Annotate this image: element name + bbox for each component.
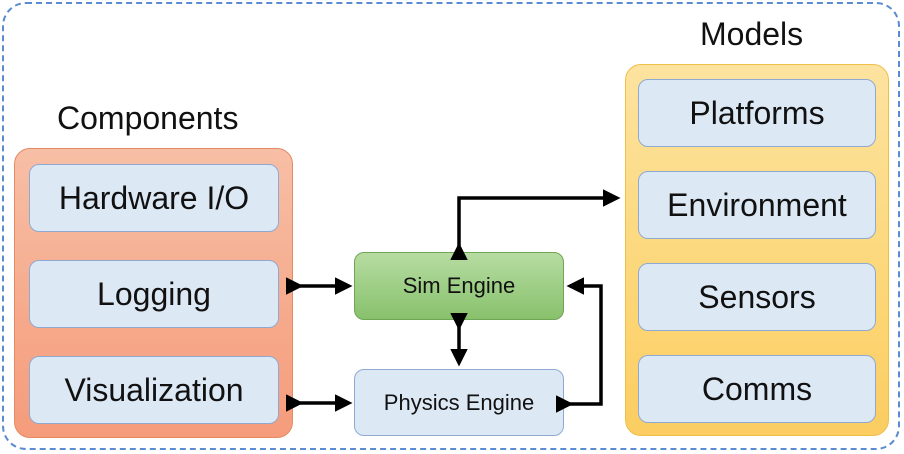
model-platforms[interactable]: Platforms bbox=[638, 79, 876, 147]
models-group: Platforms Environment Sensors Comms bbox=[625, 64, 889, 436]
model-environment[interactable]: Environment bbox=[638, 171, 876, 239]
model-comms[interactable]: Comms bbox=[638, 355, 876, 423]
model-sensors[interactable]: Sensors bbox=[638, 263, 876, 331]
component-logging[interactable]: Logging bbox=[29, 260, 279, 328]
physics-engine-box[interactable]: Physics Engine bbox=[354, 369, 564, 436]
arrow-physics-sim-loop bbox=[556, 277, 603, 413]
components-group: Hardware I/O Logging Visualization bbox=[14, 148, 293, 438]
component-visualization[interactable]: Visualization bbox=[29, 356, 279, 424]
sim-engine-box[interactable]: Sim Engine bbox=[354, 252, 564, 320]
arrow-sim-engine-models bbox=[450, 189, 621, 260]
components-title: Components bbox=[57, 100, 239, 136]
component-hardware-io[interactable]: Hardware I/O bbox=[29, 164, 279, 232]
models-title: Models bbox=[700, 16, 804, 52]
